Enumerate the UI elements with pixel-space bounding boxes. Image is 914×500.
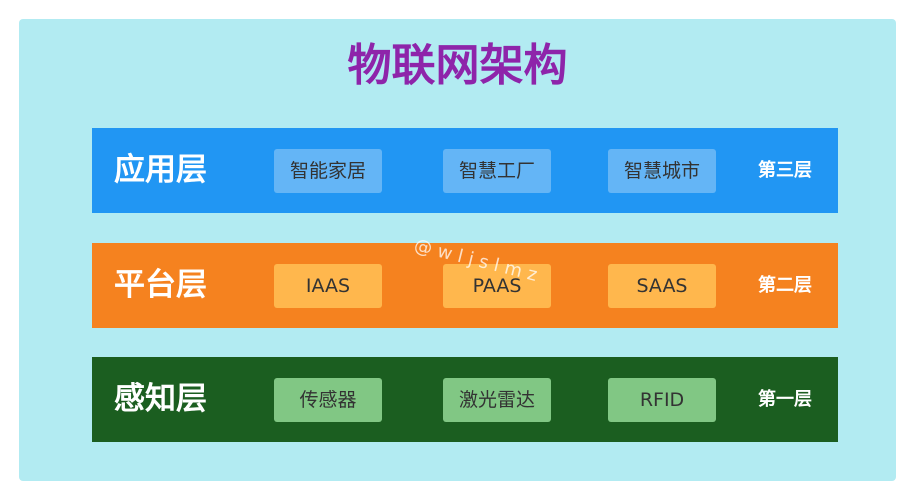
diagram-title: 物联网架构	[347, 40, 568, 91]
perception-layer: 感知层 传感器 激光雷达 RFID 第一层	[92, 357, 838, 442]
layer-item: RFID	[608, 378, 716, 422]
layer-name: 平台层	[114, 267, 207, 303]
platform-layer: 平台层 IAAS PAAS SAAS 第二层	[92, 243, 838, 328]
layer-item: SAAS	[608, 264, 716, 308]
layer-level: 第二层	[758, 275, 812, 296]
layer-level: 第一层	[758, 389, 812, 410]
layer-item: 传感器	[274, 378, 382, 422]
layer-name: 应用层	[114, 152, 207, 188]
layer-item: 智慧工厂	[443, 149, 551, 193]
layer-item: 智慧城市	[608, 149, 716, 193]
application-layer: 应用层 智能家居 智慧工厂 智慧城市 第三层	[92, 128, 838, 213]
layer-level: 第三层	[758, 160, 812, 181]
layer-item: PAAS	[443, 264, 551, 308]
layer-item: IAAS	[274, 264, 382, 308]
layer-item: 智能家居	[274, 149, 382, 193]
layer-item: 激光雷达	[443, 378, 551, 422]
diagram-panel: 物联网架构 应用层 智能家居 智慧工厂 智慧城市 第三层 平台层 IAAS PA…	[19, 19, 896, 481]
layer-name: 感知层	[114, 381, 207, 417]
